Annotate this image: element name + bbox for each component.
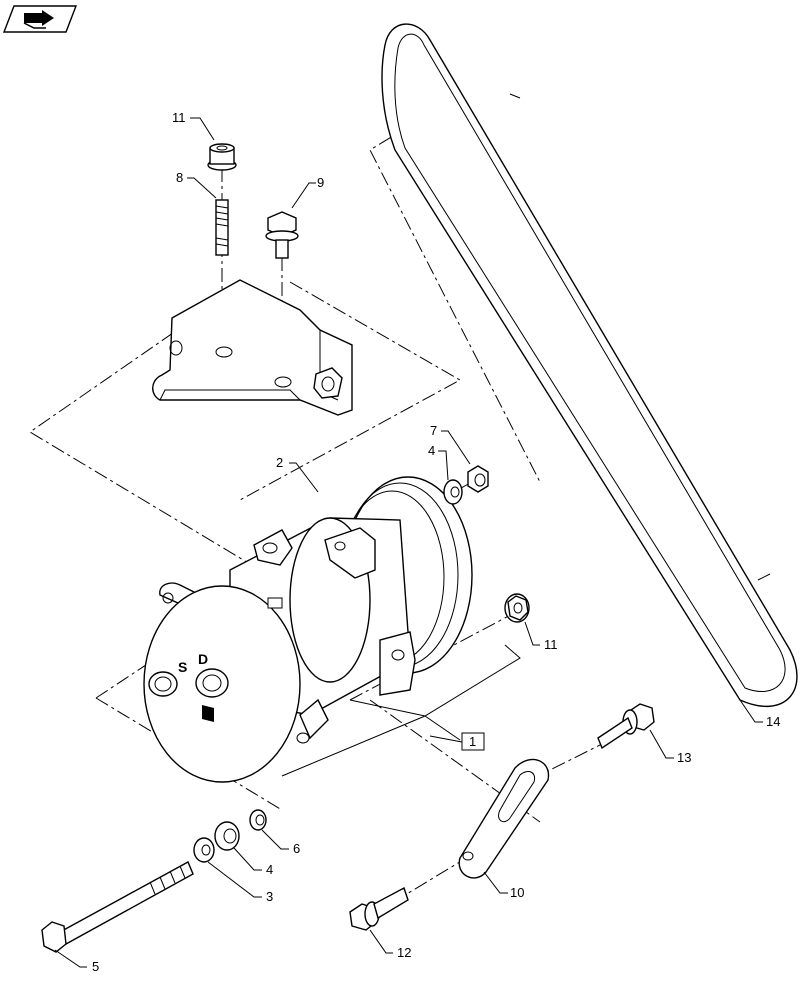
callout-8: 8 bbox=[176, 170, 183, 185]
callout-3: 3 bbox=[266, 889, 273, 904]
callout-5: 5 bbox=[92, 959, 99, 974]
callout-11-nut: 11 bbox=[172, 110, 186, 125]
nut-7 bbox=[467, 465, 489, 493]
callout-10: 10 bbox=[510, 885, 524, 900]
flange-bolt-13 bbox=[597, 703, 655, 750]
callout-1: 1 bbox=[469, 734, 476, 749]
callout-13: 13 bbox=[677, 750, 691, 765]
callout-6: 6 bbox=[293, 841, 300, 856]
adjusting-arm bbox=[458, 758, 550, 879]
discharge-port-label: D bbox=[198, 651, 208, 667]
callout-1-box: 1 bbox=[461, 732, 485, 751]
stud bbox=[215, 199, 229, 256]
suction-port-label: S bbox=[178, 659, 187, 675]
washer-3 bbox=[193, 837, 215, 863]
assembly-bracket-outline bbox=[281, 644, 521, 777]
callout-4-upper: 4 bbox=[428, 443, 435, 458]
mounting-bracket bbox=[152, 279, 353, 416]
callout-2: 2 bbox=[276, 455, 283, 470]
callout-9: 9 bbox=[317, 175, 324, 190]
callout-12: 12 bbox=[397, 945, 411, 960]
callout-14: 14 bbox=[766, 714, 780, 729]
callout-7: 7 bbox=[430, 423, 437, 438]
continue-arrow-icon[interactable] bbox=[2, 5, 78, 33]
drive-belt bbox=[381, 23, 798, 707]
callout-4-lower: 4 bbox=[266, 862, 273, 877]
washer-4-upper bbox=[443, 479, 463, 505]
flange-nut-top bbox=[207, 143, 237, 171]
flange-bolt-12 bbox=[349, 886, 409, 931]
callout-11-flange-nut: 11 bbox=[544, 637, 558, 652]
leader-lines bbox=[54, 117, 763, 968]
washer-4-lower bbox=[214, 821, 240, 851]
ac-compressor: S D bbox=[143, 476, 473, 783]
flange-nut-11 bbox=[504, 593, 530, 623]
lock-washer-6 bbox=[249, 809, 267, 831]
hex-bolt-9 bbox=[265, 211, 299, 259]
callouts: 11 8 9 2 7 4 11 1 14 13 6 4 3 10 5 12 bbox=[92, 110, 780, 974]
long-hex-bolt-5 bbox=[41, 861, 194, 953]
